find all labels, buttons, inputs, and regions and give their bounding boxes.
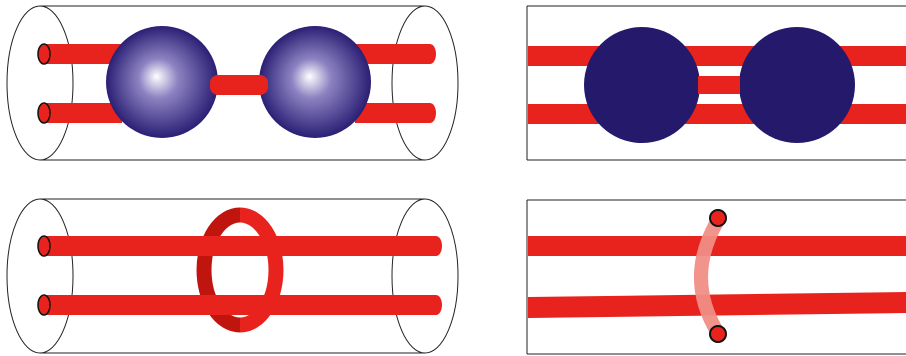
disk-bridge bbox=[698, 76, 740, 94]
arc-link bbox=[701, 220, 718, 333]
panel-top-left bbox=[7, 6, 458, 160]
sphere-right bbox=[259, 26, 371, 138]
panel-bottom-right bbox=[527, 200, 906, 354]
arc-end-top bbox=[710, 210, 726, 226]
tube-right-lower bbox=[355, 103, 436, 123]
panel-top-right bbox=[527, 6, 906, 160]
disk-right bbox=[739, 27, 855, 143]
tube-lower-long bbox=[38, 295, 442, 315]
sphere-left bbox=[106, 26, 218, 138]
disk-left bbox=[584, 27, 700, 143]
bridge-tube bbox=[210, 75, 268, 95]
arc-end-bottom bbox=[710, 326, 726, 342]
tube-left-upper bbox=[38, 44, 122, 64]
panel-bottom-left bbox=[7, 199, 458, 353]
tube-left-lower bbox=[38, 103, 122, 123]
tube-right-upper bbox=[355, 44, 436, 64]
slab-tubes-2 bbox=[528, 236, 906, 318]
tube-upper-long bbox=[38, 236, 442, 256]
